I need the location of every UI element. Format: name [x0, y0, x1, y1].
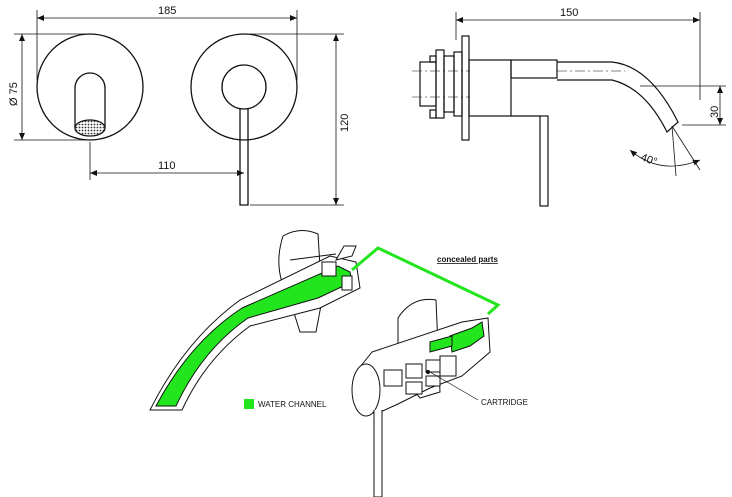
side-lever	[539, 115, 549, 207]
spout-water-channel	[155, 265, 353, 407]
cartridge-block-1	[383, 369, 403, 387]
mixer-lever-section	[373, 410, 383, 497]
mixer-lever	[239, 109, 249, 206]
water-channel-swatch	[244, 399, 254, 409]
mixer-hub	[221, 64, 267, 110]
dim-40-degree: 40°	[639, 152, 659, 169]
side-connector-outer	[419, 61, 437, 107]
concealed-parts-leader	[351, 246, 501, 316]
spout-front	[74, 72, 106, 128]
side-body	[468, 59, 512, 117]
dim-diameter-75: Ø 75	[8, 82, 20, 106]
dim-110: 110	[158, 160, 176, 172]
aerator-mesh	[74, 119, 106, 137]
mixer-cover-plate	[190, 33, 298, 141]
wall-plate	[461, 35, 470, 141]
side-view	[412, 35, 679, 207]
dim-150: 150	[560, 7, 578, 19]
front-view	[36, 33, 298, 206]
dim-120: 120	[339, 114, 351, 132]
mixer-front-cap	[351, 363, 381, 417]
side-dimensions	[455, 12, 726, 177]
front-dimensions	[14, 10, 344, 206]
spout-cutaway	[149, 230, 361, 411]
dim-30: 30	[709, 106, 721, 118]
dim-185: 185	[158, 5, 176, 17]
side-spout	[557, 61, 679, 133]
mixer-water-channel	[449, 321, 485, 353]
mixer-cutaway	[351, 298, 491, 497]
spout-cover-plate	[36, 33, 144, 141]
side-collar	[510, 59, 558, 79]
